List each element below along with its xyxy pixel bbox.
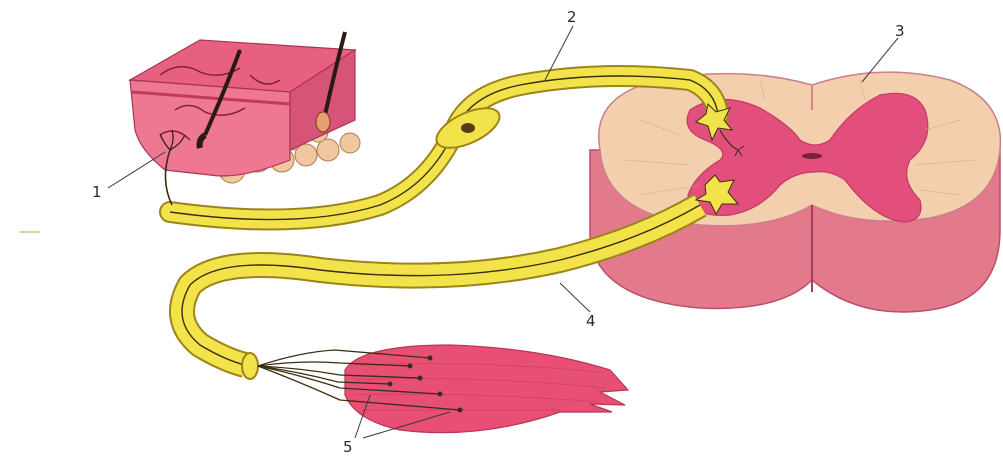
nerve-cut-end [242, 353, 258, 379]
spinal-cord [590, 72, 1000, 312]
label-4: 4 [586, 312, 596, 330]
muscle [345, 345, 628, 433]
skin-section [130, 32, 360, 183]
label-5: 5 [343, 438, 353, 456]
central-canal [802, 153, 822, 159]
label-3: 3 [895, 22, 905, 40]
label-1: 1 [92, 183, 102, 201]
label-2: 2 [567, 8, 577, 26]
